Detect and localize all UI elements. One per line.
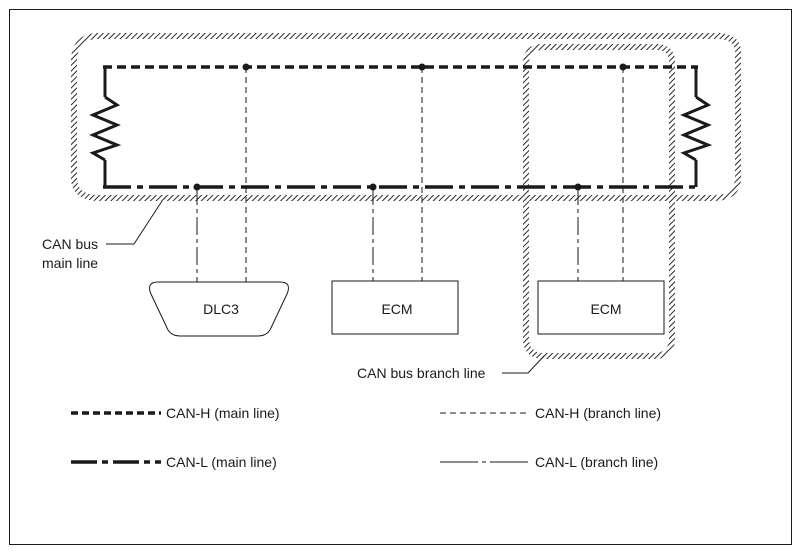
legend: CAN-H (main line) CAN-L (main line) CAN-… [71,405,661,470]
legend-can-h-branch: CAN-H (branch line) [535,405,661,421]
frame-border [9,9,792,545]
branch-line-callout: CAN bus branch line [357,355,545,381]
legend-can-l-branch: CAN-L (branch line) [535,454,658,470]
main-line-boundary [71,33,742,201]
ecm-2-label: ECM [590,301,621,317]
right-terminator-resistor [680,67,713,187]
branch-line-label: CAN bus branch line [357,365,486,381]
ecm-box-1: ECM [331,280,459,335]
ecm-box-2: ECM [537,280,665,335]
dlc3-label: DLC3 [203,301,239,317]
can-h-branch-lines [245,67,624,282]
ecm-1-label: ECM [381,301,412,317]
legend-can-h-main: CAN-H (main line) [166,405,280,421]
left-terminator-resistor [89,67,122,187]
can-l-branch-lines [196,187,579,282]
main-line-callout: CAN bus main line [42,200,163,271]
dlc3-connector: DLC3 [149,281,289,337]
junction-dots [193,63,627,191]
main-line-label-1: CAN bus [42,236,98,252]
legend-can-l-main: CAN-L (main line) [166,454,277,470]
main-line-label-2: main line [42,255,98,271]
branch-line-boundary [523,44,675,359]
